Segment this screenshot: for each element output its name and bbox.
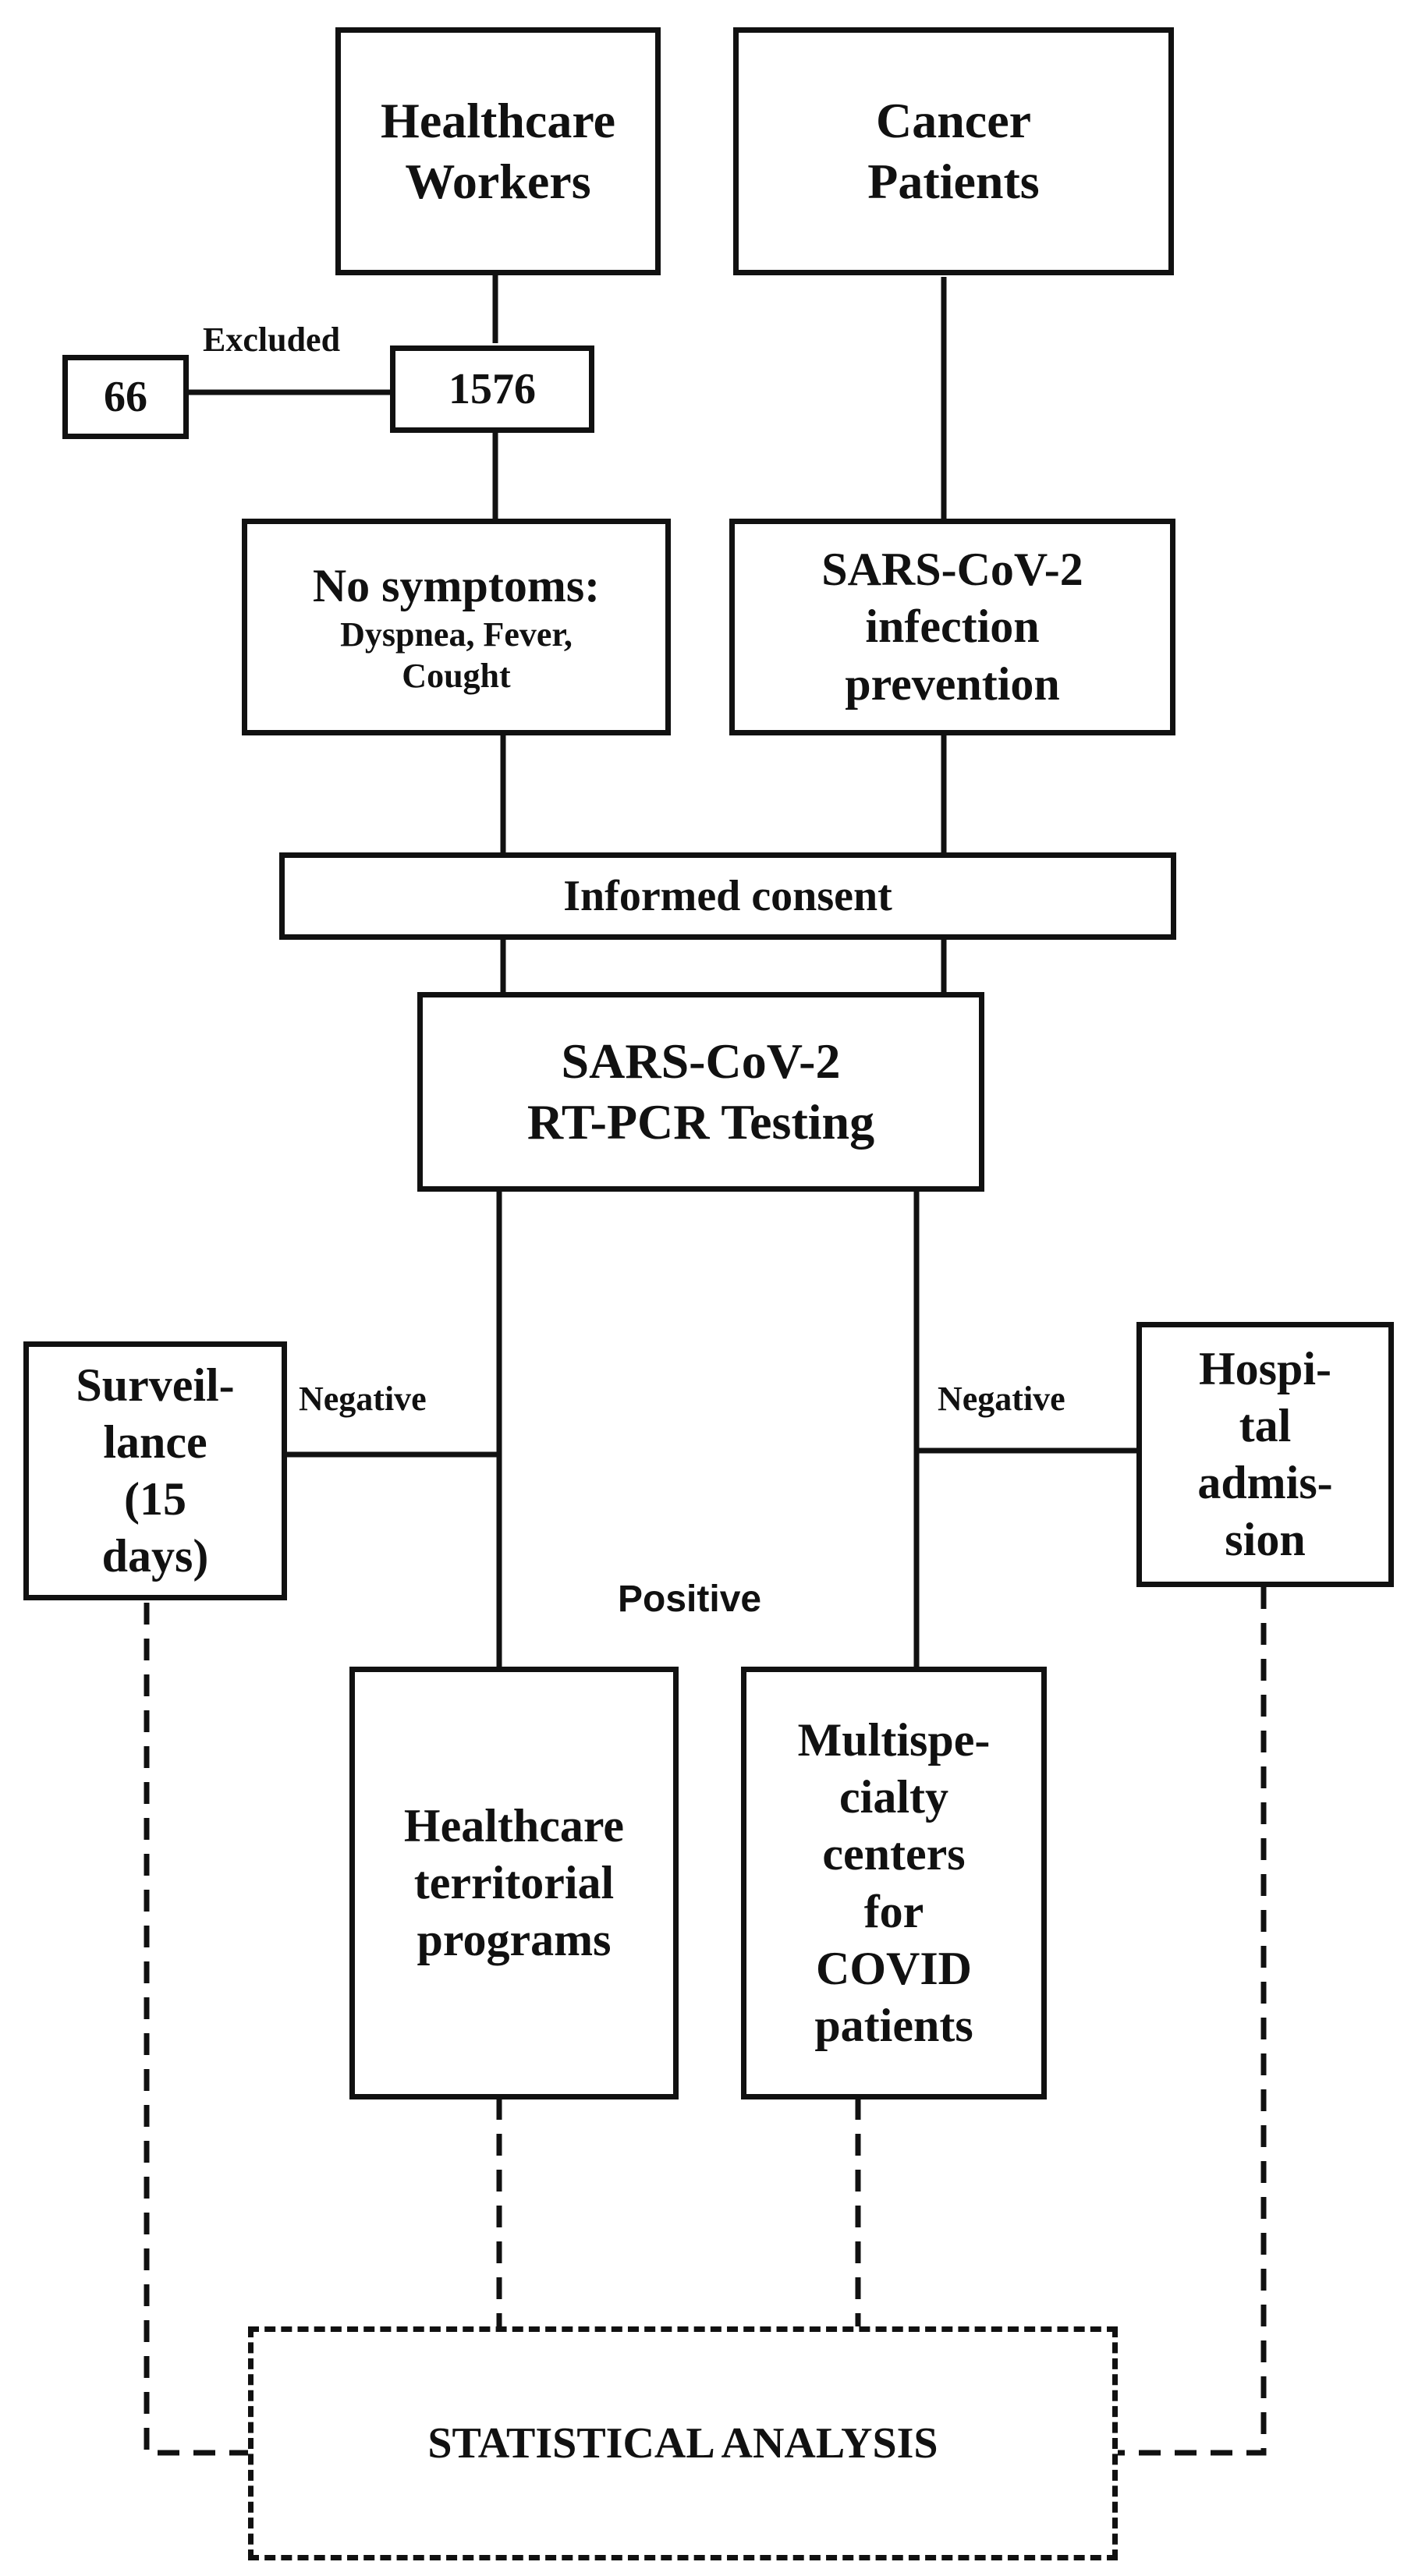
excluded-label: Excluded	[203, 321, 341, 359]
positive-label: Positive	[618, 1579, 762, 1620]
territorial-programs-label: Healthcare territorial programs	[403, 1799, 625, 1966]
no-symptoms-detail: Dyspnea, Fever, Cought	[340, 615, 573, 695]
rt-pcr-testing-label: SARS-CoV-2 RT-PCR Testing	[526, 1033, 875, 1150]
multispecialty-centers-label: Multispe- cialty centers for COVID patie…	[797, 1713, 991, 2051]
infection-prevention-label: SARS-CoV-2 infection prevention	[821, 544, 1083, 710]
surveillance-label: Surveil- lance (15 days)	[76, 1359, 235, 1582]
included-count-box: 1576	[390, 345, 594, 433]
excluded-count-box: 66	[62, 355, 189, 439]
surveillance-box: Surveil- lance (15 days)	[23, 1341, 287, 1600]
no-symptoms-title: No symptoms:	[312, 559, 601, 611]
hospital-admission-box: Hospi- tal admis- sion	[1136, 1322, 1394, 1587]
dashed-surveillance-to-analysis	[144, 1603, 250, 2456]
informed-consent-label: Informed consent	[563, 871, 892, 920]
negative-right-label: Negative	[938, 1380, 1065, 1418]
included-count: 1576	[448, 364, 536, 413]
statistical-analysis-box: STATISTICAL ANALYSIS	[248, 2326, 1118, 2560]
cancer-patients-label: Cancer Patients	[867, 92, 1040, 209]
excluded-count: 66	[104, 372, 147, 421]
healthcare-workers-label: Healthcare Workers	[381, 92, 615, 209]
cancer-patients-box: Cancer Patients	[733, 27, 1174, 275]
infection-prevention-box: SARS-CoV-2 infection prevention	[729, 519, 1175, 735]
no-symptoms-box: No symptoms: Dyspnea, Fever, Cought	[242, 519, 671, 735]
informed-consent-box: Informed consent	[279, 852, 1176, 940]
territorial-programs-box: Healthcare territorial programs	[349, 1667, 679, 2099]
hospital-admission-label: Hospi- tal admis- sion	[1197, 1342, 1333, 1566]
multispecialty-centers-box: Multispe- cialty centers for COVID patie…	[741, 1667, 1047, 2099]
rt-pcr-testing-box: SARS-CoV-2 RT-PCR Testing	[417, 992, 984, 1192]
statistical-analysis-label: STATISTICAL ANALYSIS	[427, 2418, 938, 2468]
negative-left-label: Negative	[299, 1380, 427, 1418]
dashed-hospital-to-analysis	[1115, 1587, 1267, 2456]
healthcare-workers-box: Healthcare Workers	[335, 27, 661, 275]
